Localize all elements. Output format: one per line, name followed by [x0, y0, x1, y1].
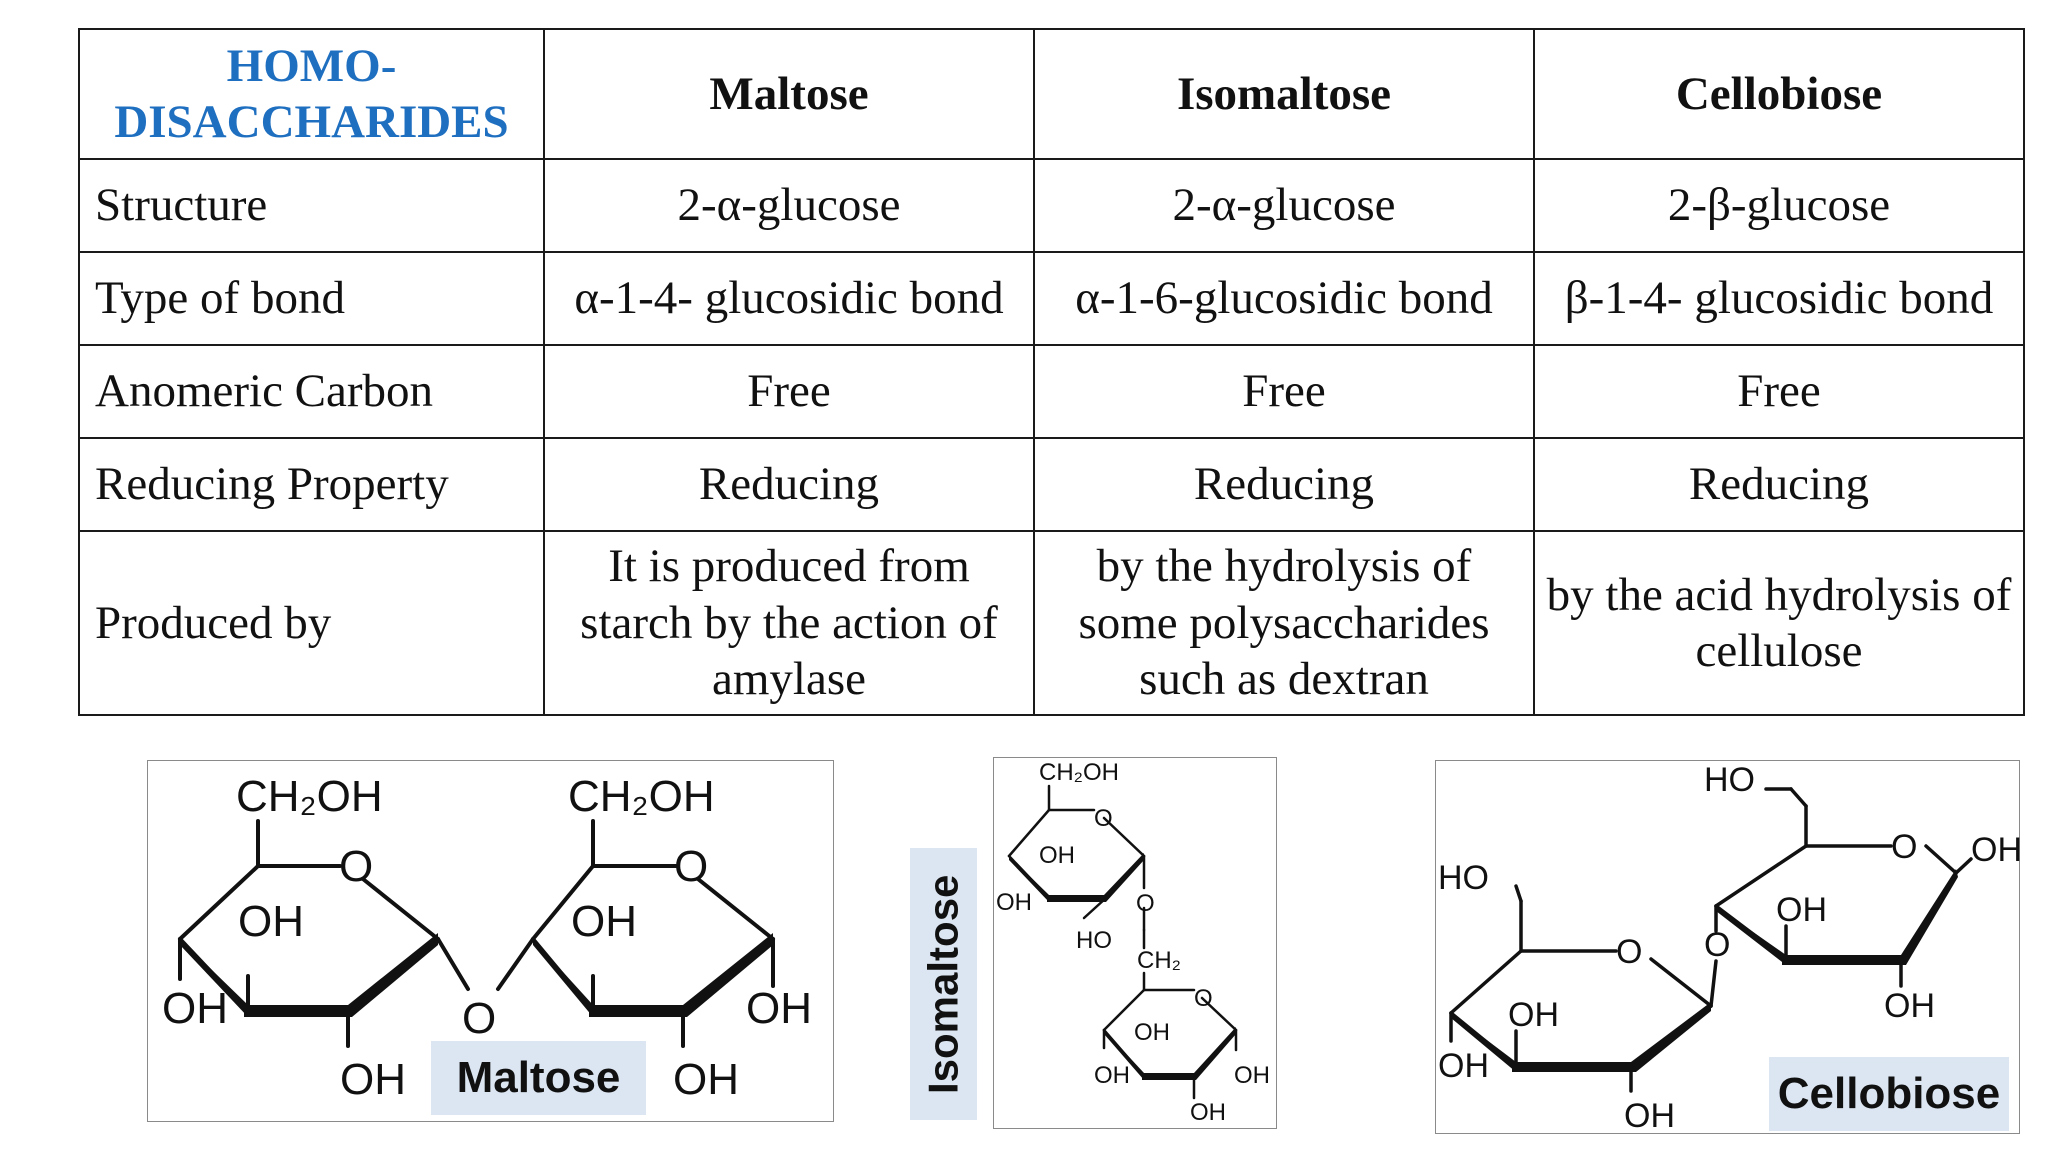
table-row: Reducing Property Reducing Reducing Redu… [78, 437, 2025, 532]
svg-text:O: O [339, 842, 373, 891]
svg-text:HO: HO [1076, 927, 1112, 954]
table-row: Structure 2-α-glucose 2-α-glucose 2-β-gl… [78, 158, 2025, 253]
svg-text:OH: OH [1508, 996, 1559, 1034]
table-cell: Reducing [1533, 437, 2025, 532]
isomaltose-caption: Isomaltose [910, 848, 977, 1120]
row-label: Produced by [78, 530, 545, 716]
isomaltose-structure-drawing: CH₂OH O OH OH O HO CH₂ O OH OH OH OH [996, 759, 1270, 1126]
svg-text:OH: OH [673, 1055, 739, 1104]
svg-text:O: O [1616, 933, 1642, 971]
svg-text:O: O [1704, 926, 1730, 964]
column-header-maltose: Maltose [543, 28, 1035, 160]
svg-text:OH: OH [1094, 1062, 1130, 1089]
svg-text:OH: OH [1234, 1062, 1270, 1089]
table-cell: It is produced from starch by the action… [543, 530, 1035, 716]
svg-text:OH: OH [1134, 1019, 1170, 1046]
table-row: Anomeric Carbon Free Free Free [78, 344, 2025, 439]
table-row: Type of bond α-1-4- glucosidic bond α-1-… [78, 251, 2025, 346]
table-cell: Free [1533, 344, 2025, 439]
table-header-row: HOMO-DISACCHARIDES Maltose Isomaltose Ce… [78, 28, 2025, 160]
svg-text:OH: OH [996, 889, 1032, 916]
svg-text:O: O [1136, 890, 1155, 917]
svg-text:HO: HO [1438, 859, 1489, 897]
row-label: Anomeric Carbon [78, 344, 545, 439]
svg-text:OH: OH [1884, 987, 1935, 1025]
table-cell: 2-α-glucose [1033, 158, 1535, 253]
maltose-structure-panel: CH₂OH O OH OH OH O CH₂OH O OH OH OH Malt… [147, 760, 834, 1122]
svg-text:CH₂OH: CH₂OH [568, 772, 715, 821]
cellobiose-caption: Cellobiose [1769, 1057, 2009, 1131]
row-label: Structure [78, 158, 545, 253]
table-cell: α-1-6-glucosidic bond [1033, 251, 1535, 346]
table-cell: Free [543, 344, 1035, 439]
svg-text:O: O [1094, 805, 1113, 832]
maltose-caption: Maltose [431, 1041, 646, 1115]
maltose-structure-drawing: CH₂OH O OH OH OH O CH₂OH O OH OH OH [162, 772, 812, 1104]
svg-text:OH: OH [571, 897, 637, 946]
svg-text:OH: OH [746, 984, 812, 1033]
table-cell: by the acid hydrolysis of cellulose [1533, 530, 2025, 716]
table-cell: 2-β-glucose [1533, 158, 2025, 253]
svg-text:OH: OH [340, 1055, 406, 1104]
svg-text:OH: OH [1624, 1097, 1675, 1135]
row-label: Type of bond [78, 251, 545, 346]
svg-text:CH₂OH: CH₂OH [1039, 759, 1119, 786]
table-cell: α-1-4- glucosidic bond [543, 251, 1035, 346]
table-row: Produced by It is produced from starch b… [78, 530, 2025, 716]
svg-text:OH: OH [1776, 891, 1827, 929]
isomaltose-structure-panel: CH₂OH O OH OH O HO CH₂ O OH OH OH OH [993, 757, 1277, 1129]
cellobiose-structure-panel: HO O OH OH OH O HO O OH OH OH Cellobiose [1435, 760, 2022, 1135]
svg-text:OH: OH [1971, 831, 2022, 869]
table-cell: β-1-4- glucosidic bond [1533, 251, 2025, 346]
column-header-isomaltose: Isomaltose [1033, 28, 1535, 160]
table-cell: by the hydrolysis of some polysaccharide… [1033, 530, 1535, 716]
table-cell: Reducing [543, 437, 1035, 532]
cellobiose-structure-drawing: HO O OH OH OH O HO O OH OH OH [1438, 761, 2022, 1135]
svg-text:O: O [462, 994, 496, 1043]
svg-text:OH: OH [162, 984, 228, 1033]
svg-text:OH: OH [238, 897, 304, 946]
svg-text:OH: OH [1190, 1099, 1226, 1126]
row-label: Reducing Property [78, 437, 545, 532]
table-cell: 2-α-glucose [543, 158, 1035, 253]
table-cell: Reducing [1033, 437, 1535, 532]
svg-text:CH₂: CH₂ [1137, 947, 1181, 974]
svg-text:O: O [1891, 828, 1917, 866]
svg-text:CH₂OH: CH₂OH [236, 772, 383, 821]
svg-text:HO: HO [1704, 761, 1755, 799]
svg-text:O: O [1194, 985, 1213, 1012]
column-header-cellobiose: Cellobiose [1533, 28, 2025, 160]
svg-text:OH: OH [1039, 842, 1075, 869]
comparison-table: HOMO-DISACCHARIDES Maltose Isomaltose Ce… [78, 28, 2025, 716]
svg-text:OH: OH [1438, 1047, 1489, 1085]
table-cell: Free [1033, 344, 1535, 439]
svg-text:O: O [674, 842, 708, 891]
corner-heading: HOMO-DISACCHARIDES [78, 28, 545, 160]
